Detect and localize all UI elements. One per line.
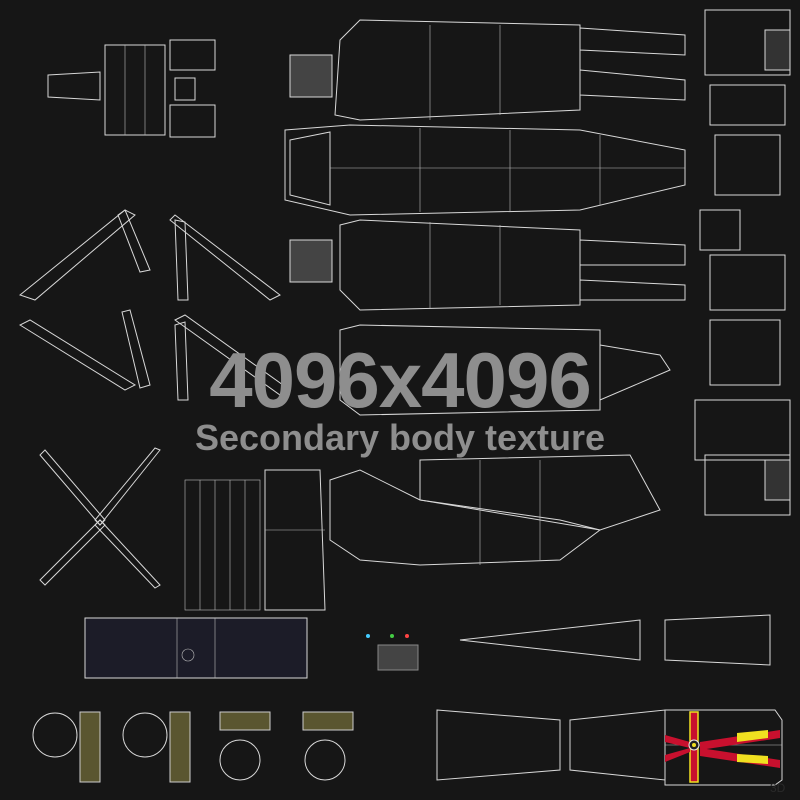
uv-island-grid-2 [289,239,333,283]
uv-island-left-arms [18,209,291,589]
resolution-label: 4096x4096 [209,336,591,424]
uv-island-right-column [694,9,791,516]
uv-island-grid-1 [289,54,333,98]
uv-island-lower-body [184,324,671,611]
uv-island-wheels [32,711,354,783]
seat-harness-straps [665,711,780,783]
uv-island-dashboard [84,617,419,679]
watermark: 3D [770,781,786,795]
uv-island-top-left [47,39,216,138]
texture-description-label: Secondary body texture [194,417,606,458]
uv-island-right-strips [436,614,783,786]
uv-island-main-body [284,19,686,311]
